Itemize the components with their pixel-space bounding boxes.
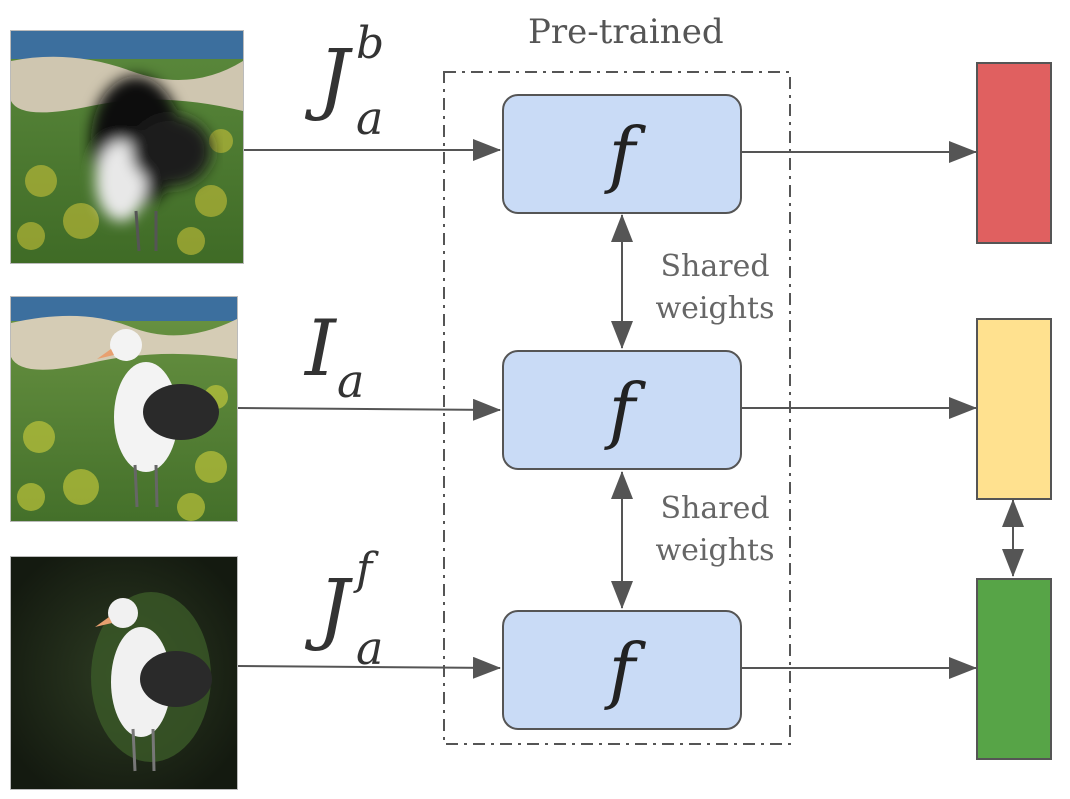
bird-image-foreground-only [10,556,238,790]
bird-image-original [10,296,238,522]
input-arrow-3 [237,656,501,679]
pretrained-label: Pre-trained [528,12,724,52]
network-block-1: f [502,94,742,214]
label-symbol: J [318,34,350,124]
input-arrow-2 [237,398,501,421]
input-label-background-blurred: J b a [318,22,408,150]
shared-weights-label-bottom: Shared weights [652,488,778,572]
input-label-foreground-only: J f a [318,548,408,680]
label-superscript: b [356,18,385,69]
function-label: f [608,628,636,712]
input-label-original: I a [305,310,395,420]
label-subscript: a [337,354,365,408]
network-block-3: f [502,610,742,730]
shared-line2: weights [655,291,775,326]
shared-weights-label-top: Shared weights [652,246,778,330]
bird-image-background-blurred [10,30,244,264]
shared-line1: Shared [660,249,770,284]
shared-line1: Shared [660,491,770,526]
network-block-2: f [502,350,742,470]
output-embedding-1 [976,62,1052,244]
output-embedding-2 [976,318,1052,500]
function-label: f [608,368,636,452]
label-superscript: f [356,544,373,595]
label-subscript: a [356,91,384,145]
output-embedding-3 [976,578,1052,760]
function-label: f [608,112,636,196]
label-symbol: I [305,304,336,394]
label-symbol: J [318,564,350,654]
shared-line2: weights [655,533,775,568]
label-subscript: a [356,621,384,675]
